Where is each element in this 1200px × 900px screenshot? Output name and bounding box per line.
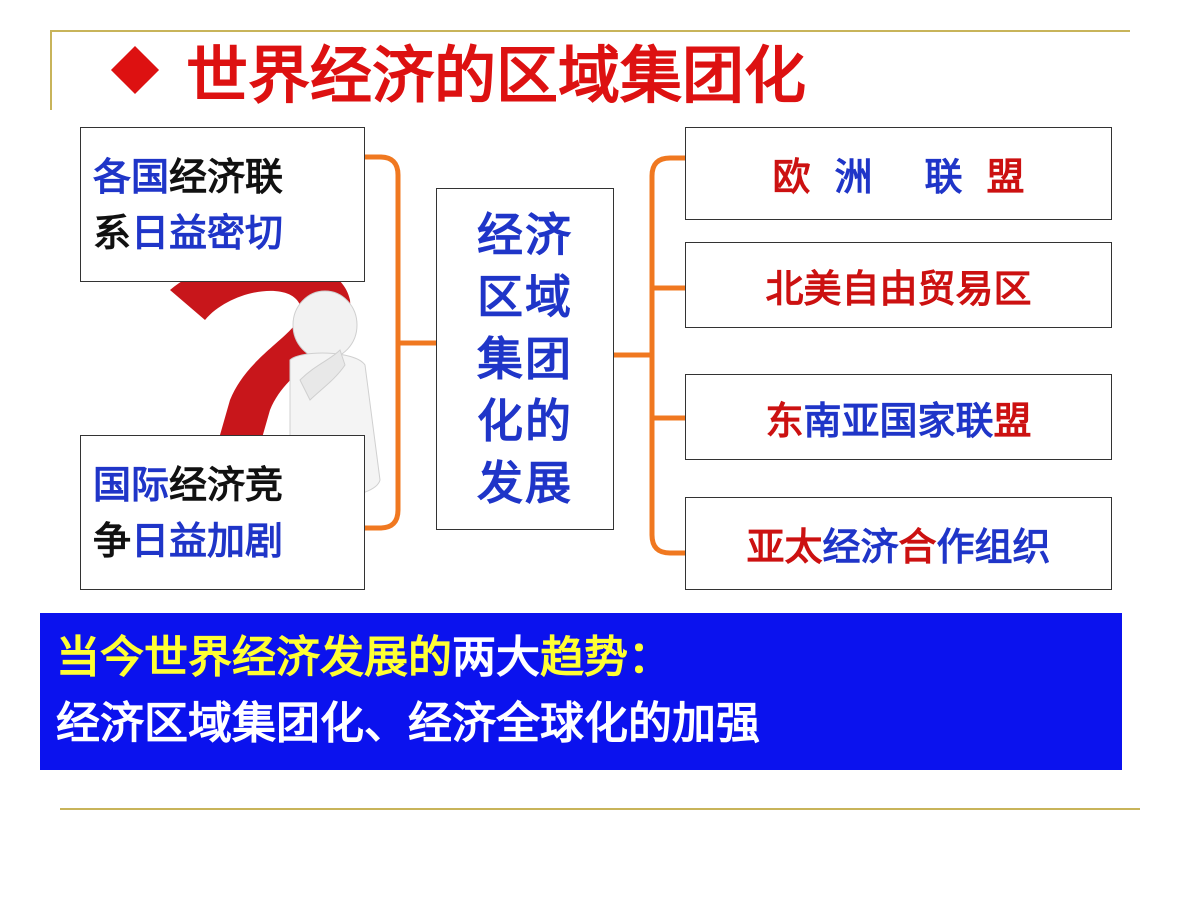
- right-box-nafta: 北美自由贸易区: [685, 242, 1112, 328]
- right-box-3-seg-1: 东: [765, 398, 804, 443]
- right-box-4-seg-4: 作组织: [936, 525, 1051, 569]
- right-box-3-seg-2: 南亚国家联: [803, 398, 994, 443]
- right-box-4-seg-2: 经济: [822, 525, 899, 569]
- right-box-4-seg-1: 亚太: [746, 525, 823, 569]
- left-rule: [50, 30, 52, 110]
- left-box-1-seg-1: 各国: [93, 154, 170, 199]
- right-box-1-seg-4: 盟: [986, 155, 1025, 199]
- center-box: 经济区域集团化的发展: [436, 188, 614, 530]
- banner-line-1: 当今世界经济发展的两大趋势：: [56, 625, 1122, 691]
- right-bracket: [649, 155, 688, 556]
- right-box-eu: 欧洲 联盟: [685, 127, 1112, 220]
- summary-banner: 当今世界经济发展的两大趋势： 经济区域集团化、经济全球化的加强: [40, 613, 1122, 770]
- right-box-apec: 亚太经济合作组织: [685, 497, 1112, 590]
- banner-line-1-seg-2: 两大: [452, 632, 540, 683]
- top-rule: [52, 30, 1130, 32]
- banner-line-2: 经济区域集团化、经济全球化的加强: [56, 691, 1122, 757]
- right-box-asean: 东南亚国家联盟: [685, 374, 1112, 460]
- banner-line-1-seg-1: 当今世界经济发展的: [56, 632, 452, 683]
- banner-line-2-seg-1: 经济区域集团化、经济全球化的加强: [56, 698, 760, 749]
- left-box-1-seg-4: 日益密切: [131, 210, 284, 255]
- right-box-3-seg-3: 盟: [993, 398, 1032, 443]
- banner-line-1-seg-3: 趋势：: [540, 632, 672, 683]
- right-box-2-seg-1: 北美自由贸易区: [765, 266, 1032, 311]
- left-box-2-seg-4: 日益加剧: [131, 518, 284, 563]
- left-box-1-seg-2: 经济联: [169, 154, 284, 199]
- left-box-2-seg-3: 争: [93, 518, 132, 563]
- left-box-2-seg-1: 国际: [93, 462, 170, 507]
- left-bracket: [362, 154, 401, 531]
- bottom-rule: [60, 808, 1140, 810]
- slide-title: 世界经济的区域集团化: [108, 30, 806, 112]
- left-box-1-seg-3: 系: [93, 210, 132, 255]
- center-box-text: 经济区域集团化的发展: [477, 208, 573, 510]
- slide-title-text: 世界经济的区域集团化: [186, 39, 807, 112]
- right-box-1-seg-2: 洲: [834, 155, 873, 199]
- left-box-2: 国际经济竞争日益加剧: [80, 435, 365, 590]
- right-box-4-seg-3: 合: [898, 525, 937, 569]
- left-box-2-seg-2: 经济竞: [169, 462, 284, 507]
- left-box-1: 各国经济联系日益密切: [80, 127, 365, 282]
- right-box-1-seg-1: 欧: [772, 155, 811, 199]
- right-box-1-seg-3: 联: [924, 155, 963, 199]
